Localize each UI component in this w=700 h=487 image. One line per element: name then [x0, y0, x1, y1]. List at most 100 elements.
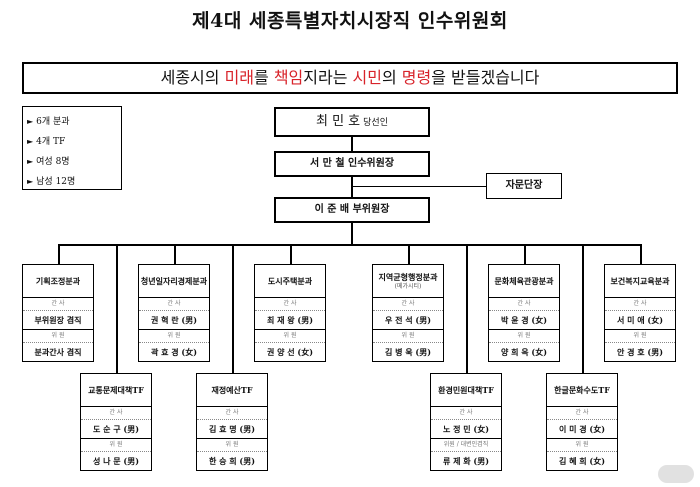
connector-line [466, 244, 468, 374]
role-label: 위 원 [81, 439, 151, 452]
slogan-highlight: 책임 [273, 68, 304, 87]
taskforce-box: 교통문제대책TF 간 사 도 순 구 (男) 위 원 성 나 문 (男) [80, 373, 152, 471]
arrow-right-icon: ► [27, 117, 34, 126]
role-label: 간 사 [197, 407, 267, 420]
division-box: 지역균형행정분과(메가시티) 간 사 우 전 석 (男) 위 원 김 병 욱 (… [372, 264, 444, 362]
member-name: 서 미 애 (女) [605, 311, 675, 330]
taskforce-box: 한글문화수도TF 간 사 이 미 경 (女) 위 원 김 혜 희 (女) [546, 373, 618, 471]
member-name: 성 나 문 (男) [92, 456, 139, 466]
role-label: 간 사 [547, 407, 617, 420]
summary-stats-box: ►6개 분과 ►4개 TF ►여성 8명 ►남성 12명 [22, 106, 122, 190]
slogan-highlight: 명령 [401, 68, 432, 87]
slogan-part: 지라는 [303, 68, 353, 87]
role-label: 간 사 [431, 407, 501, 420]
division-title-text: 도시주택분과 [267, 275, 313, 286]
division-title-text: 보건복지교육분과 [610, 275, 670, 286]
slogan-part: 의 [381, 68, 402, 87]
member-name: 부위원장 겸직 [23, 311, 93, 330]
arrow-right-icon: ► [27, 157, 34, 166]
stat-text: 6개 분과 [36, 117, 70, 127]
member-name: 양 희 옥 (女) [500, 347, 547, 357]
arrow-right-icon: ► [27, 177, 34, 186]
watermark-badge [658, 465, 694, 483]
role-label: 위 원 [547, 439, 617, 452]
role-label: 위 원 [373, 330, 443, 343]
connector-line [351, 223, 353, 245]
connector-line [408, 244, 410, 266]
member-name: 권 양 선 (女) [266, 347, 313, 357]
division-title: 문화체육관광분과 [489, 265, 559, 298]
member-name: 김 병 욱 (男) [384, 347, 431, 357]
mayor-elect-title: 당선인 [363, 118, 388, 128]
page-title: 제4대 세종특별자치시장직 인수위원회 [192, 10, 508, 32]
division-box: 도시주택분과 간 사 최 재 왕 (男) 위 원 권 양 선 (女) [254, 264, 326, 362]
connector-line [174, 244, 176, 266]
role-label: 위 원 [197, 439, 267, 452]
role-label: 위 원 [139, 330, 209, 343]
slogan-part: 을 받들겠습니다 [431, 68, 540, 87]
division-title-text: 청년일자리경제분과 [140, 275, 208, 286]
taskforce-box: 환경민원대책TF 간 사 노 정 민 (女) 위원 / 대변인겸직 류 제 화 … [430, 373, 502, 471]
taskforce-title: 교통문제대책TF [81, 374, 151, 407]
connector-line [582, 244, 584, 374]
advisory-head-box: 자문단장 [486, 173, 562, 199]
division-note: (메가시티) [394, 282, 422, 290]
division-title: 도시주택분과 [255, 265, 325, 298]
arrow-right-icon: ► [27, 137, 34, 146]
role-label: 위 원 [605, 330, 675, 343]
taskforce-title: 환경민원대책TF [431, 374, 501, 407]
role-label: 간 사 [489, 298, 559, 311]
division-box: 청년일자리경제분과 간 사 권 혁 란 (男) 위 원 곽 효 경 (女) [138, 264, 210, 362]
member-name: 우 전 석 (男) [373, 311, 443, 330]
slogan-highlight: 미래 [224, 68, 255, 87]
role-label: 간 사 [605, 298, 675, 311]
stat-text: 4개 TF [36, 137, 66, 147]
role-label: 간 사 [139, 298, 209, 311]
member-name: 안 경 호 (男) [616, 347, 663, 357]
role-label: 간 사 [373, 298, 443, 311]
connector-line [232, 244, 234, 374]
stat-item: ►6개 분과 [27, 112, 117, 132]
role-label: 간 사 [23, 298, 93, 311]
stat-text: 남성 12명 [36, 177, 76, 187]
slogan-part: 를 [254, 68, 274, 87]
role-label: 간 사 [255, 298, 325, 311]
connector-line [58, 244, 60, 266]
vice-chair-box: 이 준 배 부위원장 [274, 197, 430, 223]
stat-item: ►남성 12명 [27, 172, 117, 192]
member-name: 박 윤 경 (女) [489, 311, 559, 330]
division-title: 지역균형행정분과(메가시티) [373, 265, 443, 298]
taskforce-box: 재정예산TF 간 사 김 효 명 (男) 위 원 한 승 희 (男) [196, 373, 268, 471]
member-name: 곽 효 경 (女) [150, 347, 197, 357]
division-title: 보건복지교육분과 [605, 265, 675, 298]
role-label: 위 원 [489, 330, 559, 343]
committee-chair-box: 서 만 철 인수위원장 [274, 151, 430, 177]
role-label: 간 사 [81, 407, 151, 420]
connector-line [640, 244, 642, 266]
member-name: 이 미 경 (女) [547, 420, 617, 439]
division-title-text: 문화체육관광분과 [494, 275, 554, 286]
division-title-text: 기획조정분과 [35, 275, 81, 286]
member-name: 도 순 구 (男) [81, 420, 151, 439]
taskforce-title: 재정예산TF [197, 374, 267, 407]
connector-line [352, 186, 486, 187]
slogan-highlight: 시민 [352, 68, 382, 87]
division-box: 보건복지교육분과 간 사 서 미 애 (女) 위 원 안 경 호 (男) [604, 264, 676, 362]
member-name: 류 제 화 (男) [442, 456, 489, 466]
connector-line [116, 244, 118, 374]
member-name: 최 재 왕 (男) [255, 311, 325, 330]
role-label: 위 원 [255, 330, 325, 343]
division-title: 청년일자리경제분과 [139, 265, 209, 298]
mayor-elect-name: 최 민 호 [316, 114, 361, 129]
member-name: 권 혁 란 (男) [139, 311, 209, 330]
member-name: 김 혜 희 (女) [558, 456, 605, 466]
member-name: 노 정 민 (女) [431, 420, 501, 439]
slogan-part: 세종시의 [160, 68, 225, 87]
connector-line [58, 244, 640, 246]
slogan-banner: 세종시의 미래를 책임지라는 시민의 명령을 받들겠습니다 [22, 62, 678, 94]
division-title-text: 지역균형행정분과 [378, 271, 438, 282]
connector-line [290, 244, 292, 266]
stat-item: ►여성 8명 [27, 152, 117, 172]
member-name: 김 효 명 (男) [197, 420, 267, 439]
